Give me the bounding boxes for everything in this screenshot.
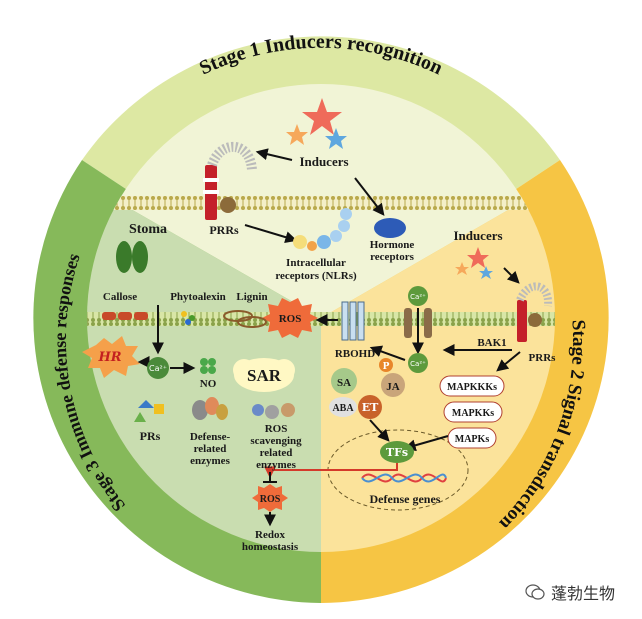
phytoalexin-label: Phytoalexin <box>170 291 226 303</box>
ca-channel <box>404 308 432 338</box>
receptor-icon <box>517 300 527 342</box>
et-bubble <box>358 395 382 419</box>
mapkkks-box <box>439 375 505 397</box>
inducers-label-right: Inducers <box>453 228 502 243</box>
ja-label: JA <box>386 381 400 393</box>
hr-burst <box>82 336 140 378</box>
prs-label: PRs <box>140 429 161 443</box>
inducers-right-cluster <box>455 247 493 279</box>
ca-top-label: Ca²⁺ <box>410 293 426 301</box>
sa-bubble <box>331 368 357 394</box>
nlrs-label-1: Intracellular <box>286 257 346 269</box>
prr-receptor-top <box>203 141 257 220</box>
sa-label: SA <box>337 377 351 389</box>
mapk-cascade: MAPKKKs MAPKKs MAPKs <box>439 375 505 449</box>
star-icon <box>286 124 308 145</box>
inducers-label-top: Inducers <box>299 154 348 169</box>
redox-label-1: Redox <box>255 529 285 541</box>
ros-scavenging-label-4: enzymes <box>256 459 296 471</box>
star-icon <box>325 128 347 149</box>
lignin-fibers <box>223 310 267 328</box>
ros-membrane-label: ROS <box>279 313 302 325</box>
tfs-label: TFs <box>386 446 408 459</box>
ja-bubble <box>381 373 405 397</box>
ros-scavenging-label-2: scavenging <box>250 435 302 447</box>
sar-cloud <box>233 358 295 392</box>
watermark-text: 蓬勃生物 <box>551 584 616 603</box>
star-icon <box>455 262 469 275</box>
prr-receptor-right <box>516 282 553 342</box>
phytoalexin-dots <box>181 311 195 325</box>
nlrs-cluster <box>293 208 352 251</box>
mapkks-box <box>443 401 503 423</box>
mapks-box <box>447 427 497 449</box>
sar-label: SAR <box>247 366 282 385</box>
prrs-label-right: PRRs <box>529 352 557 364</box>
bak1-label: BAK1 <box>477 337 506 349</box>
redox-label-2: homeostasis <box>242 541 299 553</box>
star-icon <box>467 247 489 268</box>
aba-label: ABA <box>332 403 354 414</box>
ca-top-bubble <box>408 286 428 306</box>
mapkkks-label: MAPKKKs <box>447 382 497 393</box>
ros-low-label: ROS <box>260 494 281 505</box>
ca-left-bubble <box>147 357 169 379</box>
defense-enzymes-shapes <box>192 397 228 420</box>
wechat-icon <box>525 584 545 600</box>
ca-mid-label: Ca²⁺ <box>410 360 426 368</box>
defense-enzymes-label-2: related <box>194 443 227 455</box>
ros-membrane <box>262 298 318 338</box>
hormone-label-1: Hormone <box>370 239 415 251</box>
membrane-top <box>87 196 555 210</box>
star-icon <box>479 266 493 279</box>
callose-label: Callose <box>103 291 137 303</box>
stomata-icon <box>116 241 148 273</box>
hormone-receptor-icon <box>374 218 406 238</box>
callose-deposits <box>102 312 148 320</box>
ca-mid-bubble <box>408 353 428 373</box>
et-label: ET <box>362 401 379 414</box>
defense-enzymes-label-1: Defense- <box>190 431 231 443</box>
dna-icon <box>361 473 447 483</box>
tfs-bubble <box>380 441 414 463</box>
no-label: NO <box>200 378 217 390</box>
hormone-label-2: receptors <box>370 251 414 263</box>
no-cluster <box>200 358 216 374</box>
defense-enzymes-label-3: enzymes <box>190 455 230 467</box>
rbohd-protein <box>341 301 365 341</box>
star-icon <box>302 98 342 135</box>
inducers-top-cluster <box>286 98 347 149</box>
ca-left-label: Ca²⁺ <box>149 364 167 373</box>
rbohd-label: RBOHD <box>335 348 375 360</box>
defense-genes-label: Defense genes <box>370 492 441 506</box>
ros-scavenging-shapes <box>252 403 295 419</box>
p-label: P <box>383 362 390 372</box>
stage1-sector <box>87 84 555 318</box>
ros-scavenging-label-1: ROS <box>265 423 288 435</box>
prs-shapes <box>134 400 164 422</box>
prrs-label-top: PRRs <box>209 223 239 237</box>
p-bubble <box>379 358 393 372</box>
watermark: 蓬勃生物 <box>525 580 615 604</box>
lignin-label: Lignin <box>236 291 267 303</box>
mapkks-label: MAPKKs <box>452 408 494 419</box>
stoma-label: Stoma <box>129 222 167 237</box>
ros-low-burst <box>252 484 288 512</box>
mapks-label: MAPKs <box>455 434 490 445</box>
nlrs-label-2: receptors (NLRs) <box>275 270 357 282</box>
ros-scavenging-label-3: related <box>260 447 293 459</box>
aba-bubble <box>329 397 357 417</box>
channel-icon <box>404 308 412 338</box>
hr-label: HR <box>97 350 121 365</box>
